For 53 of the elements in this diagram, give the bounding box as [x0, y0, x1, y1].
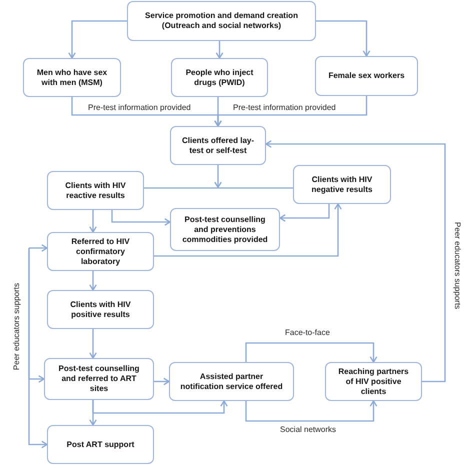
arrow — [111, 210, 171, 226]
arrow — [265, 140, 446, 382]
arrow — [214, 96, 368, 127]
node-label: Reaching partners of HIV positive clients — [337, 366, 410, 396]
node-label: Clients offered lay-test or self-test — [180, 136, 255, 156]
edge-label: Face-to-face — [285, 328, 330, 338]
edge-label: Social networks — [280, 425, 336, 435]
process-box — [47, 290, 154, 329]
node-label: Post-test counselling and preventions commodities provided — [181, 214, 269, 244]
process-box — [127, 1, 316, 41]
process-box — [170, 208, 280, 251]
node-label: Men who have sex with men (MSM) — [36, 68, 108, 88]
process-box — [169, 362, 294, 401]
process-box — [293, 165, 391, 204]
process-box — [47, 425, 154, 464]
node-label: Clients with HIV reactive results — [64, 180, 127, 200]
process-box — [47, 171, 144, 210]
node-label: Clients with HIV positive results — [69, 300, 132, 320]
node-label: Female sex workers — [328, 71, 405, 81]
node-label: Post ART support — [66, 440, 134, 450]
process-box — [23, 58, 121, 97]
arrow — [29, 244, 48, 252]
process-box — [325, 362, 422, 401]
arrow — [89, 271, 97, 291]
node-label: Service promotion and demand creation (Outreach and social networks) — [144, 11, 299, 31]
arrow — [216, 41, 224, 59]
edge-label: Peer educators supports — [452, 222, 462, 310]
process-box — [170, 126, 266, 165]
arrow — [89, 210, 97, 233]
arrow — [279, 204, 330, 222]
arrow — [316, 20, 370, 57]
edge-label: Pre-test information provided — [88, 103, 191, 113]
arrow — [28, 248, 48, 448]
process-box — [315, 56, 418, 96]
process-box — [171, 58, 268, 97]
process-box — [44, 358, 154, 400]
arrow — [68, 20, 127, 59]
node-label: Clients with HIV negative results — [310, 174, 374, 194]
edge-label: Peer educators supports — [12, 283, 22, 370]
arrow — [214, 165, 222, 188]
arrow — [245, 400, 378, 422]
process-box — [47, 232, 154, 271]
connector-line — [144, 187, 293, 189]
arrow — [89, 329, 97, 359]
node-label: Post-test counselling and referred to ART sites — [58, 364, 140, 394]
arrow — [154, 378, 170, 386]
arrow — [92, 400, 228, 414]
node-label: People who inject drugs (PWID) — [184, 68, 254, 88]
node-label: Referred to HIV confirmatory laboratory — [70, 236, 131, 266]
arrow — [245, 342, 378, 363]
arrow — [154, 203, 342, 257]
node-label: Assisted partner notification service offered — [179, 372, 284, 392]
edge-label: Pre-test information provided — [233, 103, 336, 113]
